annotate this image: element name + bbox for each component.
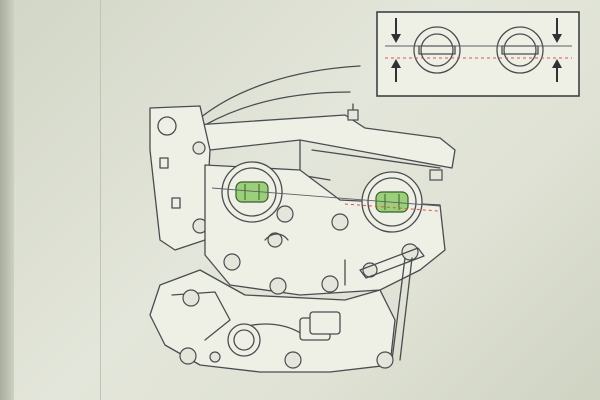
upper-cover — [194, 114, 456, 169]
cover-curve — [199, 65, 361, 119]
engine-illustration — [149, 65, 456, 373]
pipe-fitting — [264, 233, 289, 241]
arrow-up-icon — [552, 59, 562, 82]
lower-bolt-1 — [182, 289, 200, 307]
bracket-bolt — [192, 141, 206, 155]
tensioner-arm — [359, 247, 425, 279]
lower-bolt-2 — [179, 347, 197, 365]
cover-curve-inner — [204, 91, 351, 126]
left-bracket — [149, 105, 211, 251]
lower-bolt-4 — [376, 351, 394, 369]
lower-bolt-5 — [209, 351, 221, 363]
tensioner-rod — [391, 257, 406, 361]
cover-bolt — [429, 169, 443, 181]
head-bolts — [223, 205, 419, 295]
inset-frame — [376, 11, 580, 97]
bracket-clip-lower — [171, 197, 181, 209]
crank-plug — [299, 311, 341, 341]
cover-rib — [311, 149, 441, 169]
bracket-hole — [157, 116, 177, 136]
screen-crease — [100, 0, 101, 400]
top-bolt — [347, 103, 359, 121]
arrow-down-icon — [391, 18, 401, 43]
intake-cam-sprocket — [221, 161, 283, 223]
bracket-clip — [159, 157, 169, 169]
arrow-up-icon — [391, 59, 401, 82]
oil-pump-boss — [227, 323, 261, 357]
tensioner-rod-2 — [399, 257, 413, 361]
monitor-frame-edge — [0, 0, 14, 400]
cam-reference-line — [211, 187, 441, 207]
arrow-down-icon — [552, 18, 562, 43]
inset-detail-box — [376, 11, 580, 97]
lower-bolt-3 — [284, 351, 302, 369]
